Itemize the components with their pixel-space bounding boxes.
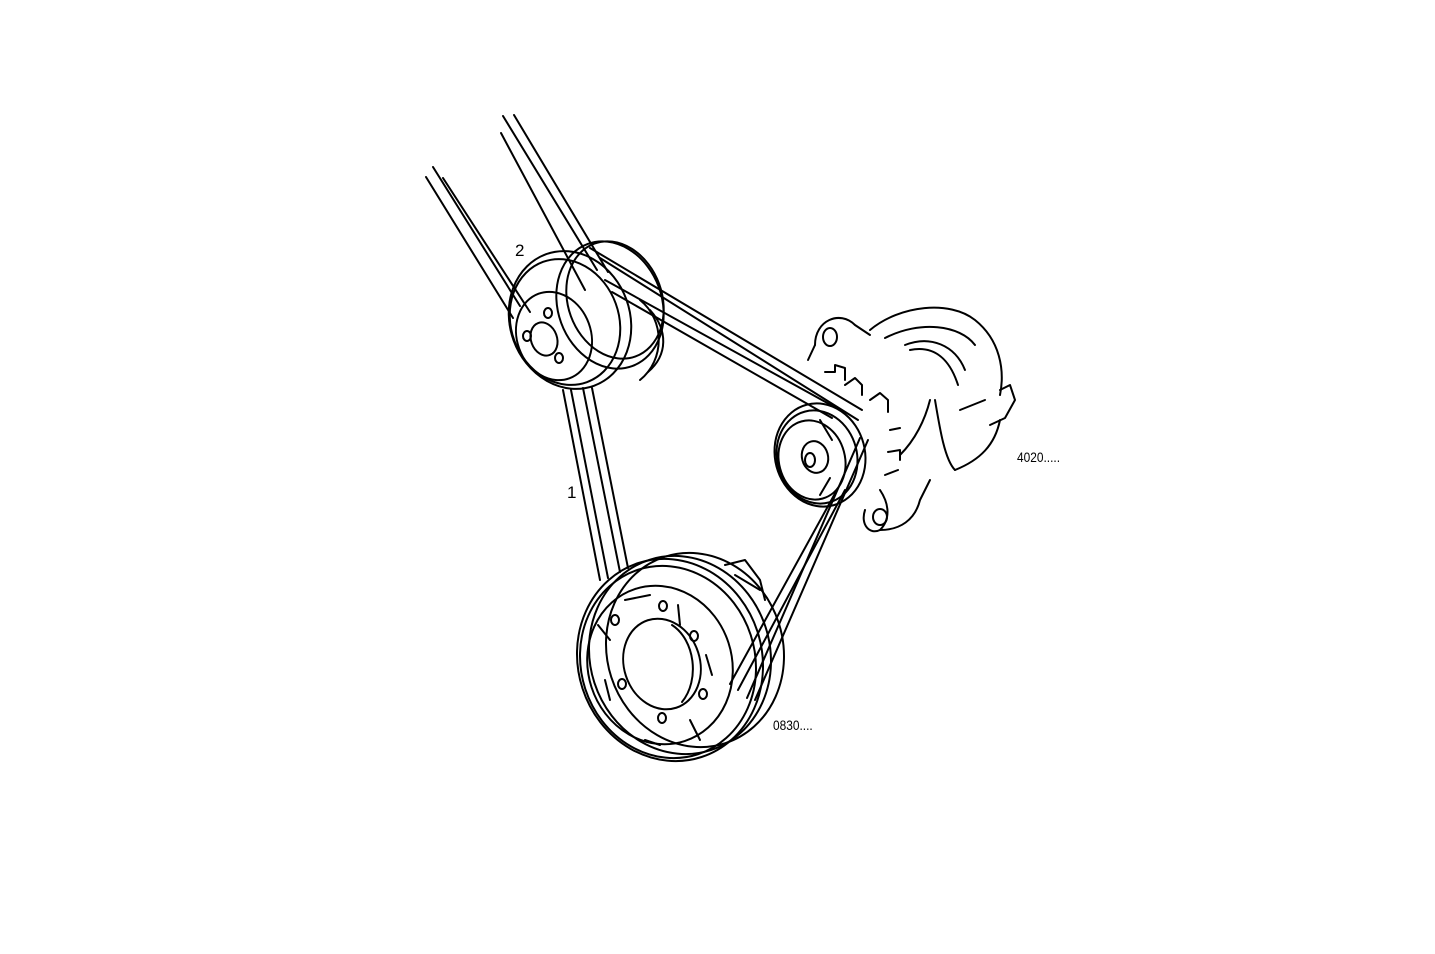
callout-2: 2: [515, 241, 525, 260]
part-reference-alternator: 4020.....: [1017, 449, 1061, 465]
upper-belts: [426, 115, 608, 318]
left-belt: [563, 388, 628, 580]
top-right-belt: [590, 248, 862, 420]
part-reference-crankshaft: 0830....: [773, 717, 813, 733]
callout-1: 1: [567, 483, 577, 502]
alternator-pulley: [763, 393, 877, 517]
alternator: [808, 308, 1015, 532]
crankshaft-pulley: [551, 530, 809, 786]
